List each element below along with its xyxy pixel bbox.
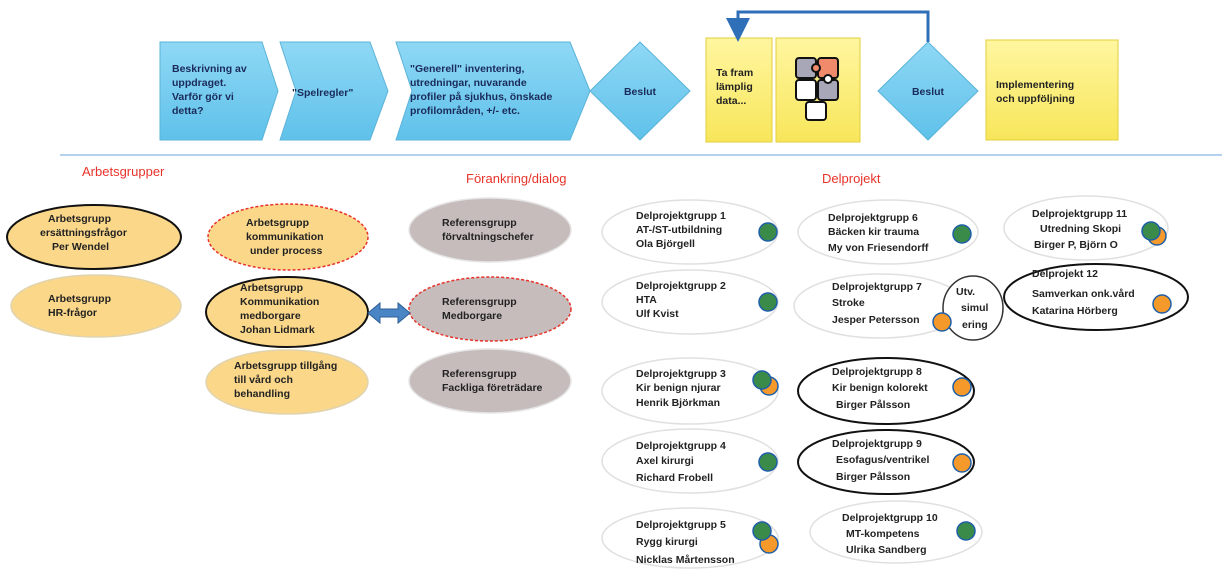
status-dot-green [758, 222, 778, 242]
process-step-1 [159, 41, 279, 141]
arbetsgrupp-ellipse [205, 349, 369, 415]
decision-1-label: Beslut [624, 86, 657, 98]
referensgrupp-text: Referensgrupp Fackliga företrädare [442, 364, 543, 394]
delprojekt-ellipse [797, 357, 975, 425]
process-step-3 [395, 41, 591, 141]
delprojekt-text: Delprojektgrupp 6 Bäcken kir trauma My v… [828, 208, 929, 254]
status-dot-green [952, 224, 972, 244]
status-dot-green [758, 292, 778, 312]
process-step-5-text: Implementering och uppföljning [996, 75, 1079, 105]
delprojekt-ellipse [797, 199, 979, 265]
decision-2-label: Beslut [912, 86, 945, 98]
arbetsgrupp-text: Arbetsgrupp Kommunikation medborgare Joh… [240, 278, 324, 336]
referensgrupp-text: Referensgrupp Medborgare [442, 292, 521, 322]
process-step-1-text: Beskrivning av uppdraget. Varför gör vi … [172, 59, 251, 117]
arbetsgrupp-text: Arbetsgrupp kommunikation under process [246, 213, 328, 257]
delprojekt-text: Delprojektgrupp 3 Kir benign njurar Henr… [636, 364, 730, 409]
heading-arbetsgrupper: Arbetsgrupper [82, 164, 165, 179]
delprojekt-text: Delprojektgrupp 5 Rygg kirurgi Nicklas M… [636, 515, 735, 566]
delprojekt-ellipse [797, 429, 975, 495]
process-step-2-text: "Spelregler" [292, 87, 353, 99]
arbetsgrupp-ellipse [205, 276, 369, 348]
process-flow: Beskrivning av uppdraget. Varför gör vi … [159, 10, 1119, 143]
status-dot-orange [1152, 294, 1172, 314]
referensgrupp-ellipse [408, 348, 572, 414]
process-step-4 [705, 37, 773, 143]
delprojekt-text: Delprojektgrupp 2 HTA Ulf Kvist [636, 276, 730, 320]
delprojekt-ellipse [1003, 263, 1189, 331]
status-dot-green [752, 521, 772, 541]
arbetsgrupp-text: Arbetsgrupp ersättningsfrågor Per Wendel [40, 209, 131, 253]
arbetsgrupper: Arbetsgrupp ersättningsfrågor Per Wendel… [6, 203, 369, 415]
process-step-2 [279, 41, 389, 141]
delprojekt-ellipse [601, 428, 779, 494]
delprojekt-text: Delprojektgrupp 10 MT-kompetens Ulrika S… [842, 508, 942, 556]
status-dot-orange [952, 377, 972, 397]
process-step-4-text: Ta fram lämplig data... [716, 63, 758, 107]
arbetsgrupp-ellipse [207, 203, 369, 271]
status-dot-green [1141, 221, 1161, 241]
double-arrow-icon [367, 301, 411, 325]
delprojekt-text: Delprojektgrupp 8 Kir benign kolorekt Bi… [832, 362, 932, 411]
simulering-ellipse [942, 275, 1004, 341]
referensgrupp-ellipse [408, 276, 572, 342]
delprojekt-text: Delprojekt 12 Samverkan onk.vård Katarin… [1032, 264, 1139, 317]
referensgrupper: Referensgrupp förvaltningschefer Referen… [408, 197, 572, 414]
decision-diamond-2 [877, 41, 979, 141]
process-step-3-text: "Generell" inventering, utredningar, nuv… [410, 59, 557, 117]
heading-forankring: Förankring/dialog [466, 171, 566, 186]
delprojekt: Delprojektgrupp 1 AT-/ST-utbildning Ola … [601, 195, 1189, 569]
delprojekt-text: Delprojektgrupp 11 Utredning Skopi Birge… [1032, 204, 1132, 251]
arbetsgrupp-ellipse [6, 204, 182, 270]
delprojekt-ellipse [601, 357, 779, 425]
delprojekt-text: Delprojektgrupp 9 Esofagus/ventrikel Bir… [832, 434, 934, 483]
simulering-note: Utv. simul ering [956, 282, 993, 331]
arbetsgrupp-text: Arbetsgrupp HR-frågor [48, 289, 115, 319]
decision-diamond-1 [589, 41, 691, 141]
delprojekt-ellipse [1003, 195, 1169, 261]
delprojekt-ellipse [809, 500, 983, 564]
process-step-5 [985, 39, 1119, 141]
arbetsgrupp-ellipse [10, 274, 182, 338]
feedback-arrow [726, 10, 930, 42]
referensgrupp-text: Referensgrupp förvaltningschefer [442, 213, 534, 243]
delprojekt-ellipse [601, 199, 779, 265]
status-dot-green [758, 452, 778, 472]
delprojekt-ellipse [601, 269, 779, 335]
heading-delprojekt: Delprojekt [822, 171, 881, 186]
arbetsgrupp-text: Arbetsgrupp tillgång till vård och behan… [234, 356, 342, 400]
delprojekt-text: Delprojektgrupp 7 Stroke Jesper Petersso… [832, 277, 926, 326]
delprojekt-ellipse [601, 507, 779, 569]
delprojekt-text: Delprojektgrupp 1 AT-/ST-utbildning Ola … [636, 206, 730, 250]
puzzle-pieces-icon [795, 57, 839, 121]
status-dot-orange [952, 453, 972, 473]
status-dot-orange [932, 312, 952, 332]
status-dot-green [752, 370, 772, 390]
delprojekt-text: Delprojektgrupp 4 Axel kirurgi Richard F… [636, 436, 730, 484]
status-dot-green [956, 521, 976, 541]
referensgrupp-ellipse [408, 197, 572, 263]
